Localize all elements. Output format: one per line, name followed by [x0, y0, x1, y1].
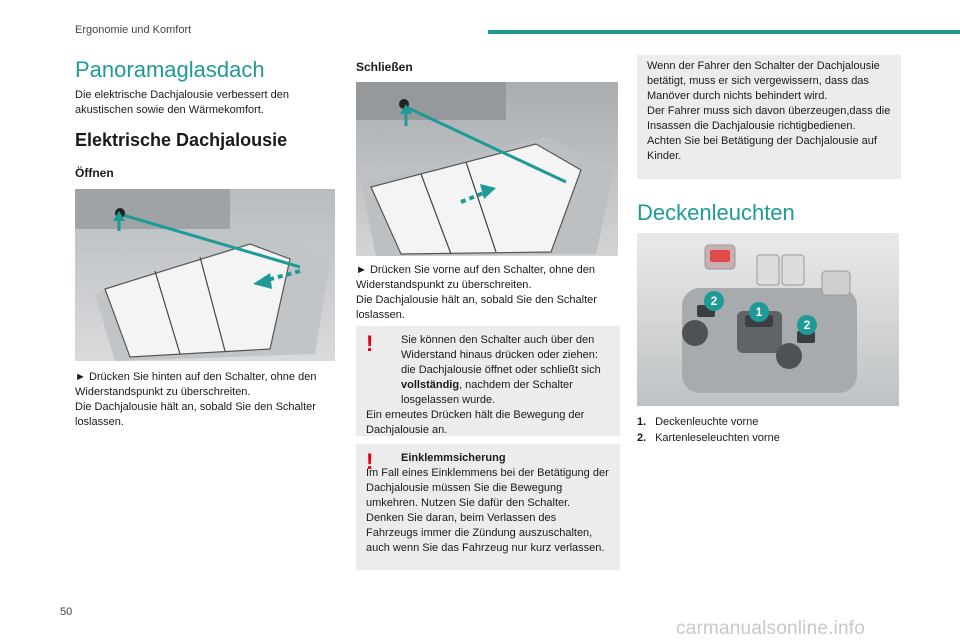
note-b-body2: Denken Sie daran, beim Verlassen des Fah… [366, 512, 605, 554]
intro-text: Die elektrische Dachjalousie verbessert … [75, 89, 289, 116]
note-c-line2: Der Fahrer muss sich davon überzeugen,da… [647, 105, 891, 132]
open-step-note: Die Dachjalousie hält an, sobald Sie den… [75, 401, 316, 428]
note-a-line2: Ein erneutes Drücken hält die Bewegung d… [366, 409, 585, 436]
section-header: Ergonomie und Komfort [75, 24, 192, 36]
subheading-close: Schließen [356, 60, 413, 74]
driver-safety-note: Wenn der Fahrer den Schalter der Dachjal… [637, 55, 901, 179]
legend-number: 2. [637, 432, 647, 444]
figure-open-roof [75, 189, 335, 361]
lights-legend: 1. Deckenleuchte vorne 2. Kartenleseleuc… [637, 414, 780, 446]
callout-1: 1 [756, 305, 763, 319]
note-c-line3: Achten Sie bei Betätigung der Dachjalous… [647, 135, 877, 162]
figure-close-roof [356, 82, 618, 256]
note-b-title: Einklemmsicherung [401, 452, 506, 464]
callout-2-right: 2 [804, 318, 811, 332]
watermark: carmanualsonline.info [676, 618, 866, 639]
open-step: ► Drücken Sie hinten auf den Schalter, o… [75, 371, 317, 398]
open-instructions: ► Drücken Sie hinten auf den Schalter, o… [75, 370, 335, 430]
note-c-line1: Wenn der Fahrer den Schalter der Dachjal… [647, 60, 880, 102]
note-a-bold: vollständig [401, 379, 460, 391]
subheading-open: Öffnen [75, 166, 114, 180]
page-number: 50 [60, 606, 73, 618]
legend-item: 1. Deckenleuchte vorne [637, 414, 780, 430]
page-title: Panoramaglasdach [75, 57, 265, 82]
note-a-lead: Sie können den Schalter auch über den Wi… [401, 334, 601, 376]
legend-label: Deckenleuchte vorne [655, 416, 759, 428]
close-step: ► Drücken Sie vorne auf den Schalter, oh… [356, 264, 595, 291]
close-step-note: Die Dachjalousie hält an, sobald Sie den… [356, 294, 597, 321]
full-operation-note: ! Sie können den Schalter auch über den … [356, 326, 620, 436]
legend-number: 1. [637, 416, 647, 428]
header-accent-bar [488, 30, 960, 34]
note-a-rest: , nachdem der Schalter losgelassen wurde… [401, 379, 573, 406]
close-instructions: ► Drücken Sie vorne auf den Schalter, oh… [356, 263, 618, 323]
section-heading: Elektrische Dachjalousie [75, 130, 288, 150]
section-heading-lights: Deckenleuchten [637, 200, 795, 225]
legend-item: 2. Kartenleseleuchten vorne [637, 430, 780, 446]
warning-icon: ! [366, 331, 374, 356]
figure-ceiling-lights: 2 1 2 [637, 233, 899, 406]
legend-label: Kartenleseleuchten vorne [655, 432, 780, 444]
callout-2-left: 2 [711, 294, 718, 308]
anti-pinch-note: ! Einklemmsicherung Im Fall eines Einkle… [356, 444, 620, 570]
warning-icon: ! [366, 449, 374, 474]
note-b-body: Im Fall eines Einklemmens bei der Betäti… [366, 467, 609, 509]
